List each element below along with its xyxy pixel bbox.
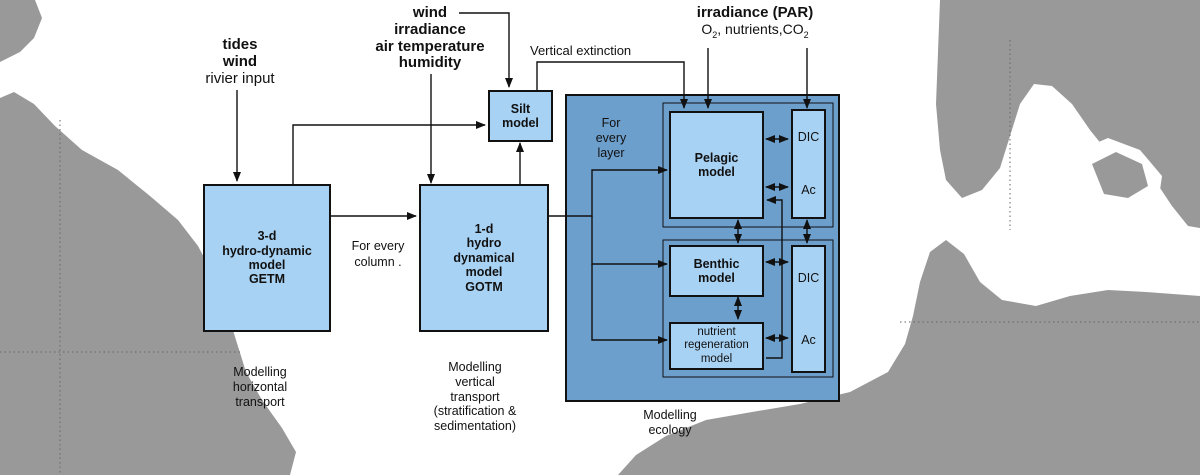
label-for-every-column: For every column . xyxy=(351,239,405,269)
nutrient-line2: regeneration xyxy=(684,339,749,352)
pelagic-line1: Pelagic xyxy=(694,150,739,165)
label-vertical-extinction: Vertical extinction xyxy=(530,43,632,58)
land-bottom-middle xyxy=(618,240,1200,475)
input-air-temperature: air temperature xyxy=(375,37,485,55)
benthic-line2: model xyxy=(698,271,735,285)
pelagic-line2: model xyxy=(698,165,735,179)
land-island-inner xyxy=(1092,152,1148,198)
map-gridlines xyxy=(0,40,1200,475)
caption-horizontal: Modelling horizontal transport xyxy=(232,365,288,409)
hydro-1d-line5: GOTM xyxy=(465,279,503,294)
nutrient-line3: model xyxy=(700,352,733,365)
dic-ac-top-box: DIC Ac xyxy=(791,109,826,219)
benthic-model-box: Benthic model xyxy=(669,245,764,297)
nutrient-model-box: nutrient regeneration model xyxy=(669,322,764,370)
input-wind-2: wind xyxy=(412,4,448,21)
hydro-3d-line4: GETM xyxy=(248,272,286,287)
hydro-1d-line4: model xyxy=(465,265,503,280)
hydro-3d-line1: 3-d xyxy=(257,229,277,244)
hydro-3d-box: 3-d hydro-dynamic model GETM xyxy=(203,184,331,332)
hydro-1d-box: 1-d hydro dynamical model GOTM xyxy=(419,184,549,332)
label-for-every-layer: For every layer xyxy=(595,116,627,160)
input-tides: tides xyxy=(222,36,258,53)
input-river: rivier input xyxy=(205,69,275,87)
benthic-line1: Benthic xyxy=(693,256,740,271)
land-right-peninsula xyxy=(936,0,1200,228)
land-top-left xyxy=(0,0,42,62)
input-irradiance: irradiance xyxy=(394,20,466,38)
land-left-coast xyxy=(0,92,296,475)
hydro-3d-line3: model xyxy=(248,258,286,272)
caption-ecology: Modelling ecology xyxy=(643,408,697,437)
hydro-1d-line3: dynamical xyxy=(453,250,515,265)
silt-model-box: Silt model xyxy=(488,90,553,142)
input-par: irradiance (PAR) O2, nutrients,CO2 xyxy=(680,4,830,40)
input-irradiance-par: irradiance (PAR) xyxy=(696,4,814,21)
dic-bottom-label: DIC xyxy=(797,270,820,285)
hydro-3d-line2: hydro-dynamic xyxy=(222,243,312,258)
input-tides-wind: tides wind rivier input xyxy=(195,36,285,87)
nutrient-line1: nutrient xyxy=(697,326,736,339)
hydro-1d-line2: hydro xyxy=(466,236,502,251)
dic-ac-bottom-box: DIC Ac xyxy=(791,245,826,373)
pelagic-model-box: Pelagic model xyxy=(669,111,764,219)
input-wind: wind xyxy=(222,52,258,70)
pelagic-subpanel xyxy=(662,102,834,228)
input-gases: O2, nutrients,CO2 xyxy=(701,20,809,40)
benthic-subpanel xyxy=(662,239,834,378)
input-humidity: humidity xyxy=(398,54,462,72)
caption-vertical: Modelling vertical transport (stratifica… xyxy=(433,360,517,433)
silt-line2: model xyxy=(502,116,539,130)
connectors xyxy=(233,12,811,359)
dic-top-label: DIC xyxy=(797,130,820,145)
silt-line1: Silt xyxy=(510,101,531,116)
input-atmosphere: wind irradiance air temperature humidity xyxy=(360,4,500,72)
hydro-1d-line1: 1-d xyxy=(474,222,494,237)
ac-top-label: Ac xyxy=(801,183,816,198)
ac-bottom-label: Ac xyxy=(801,332,816,347)
